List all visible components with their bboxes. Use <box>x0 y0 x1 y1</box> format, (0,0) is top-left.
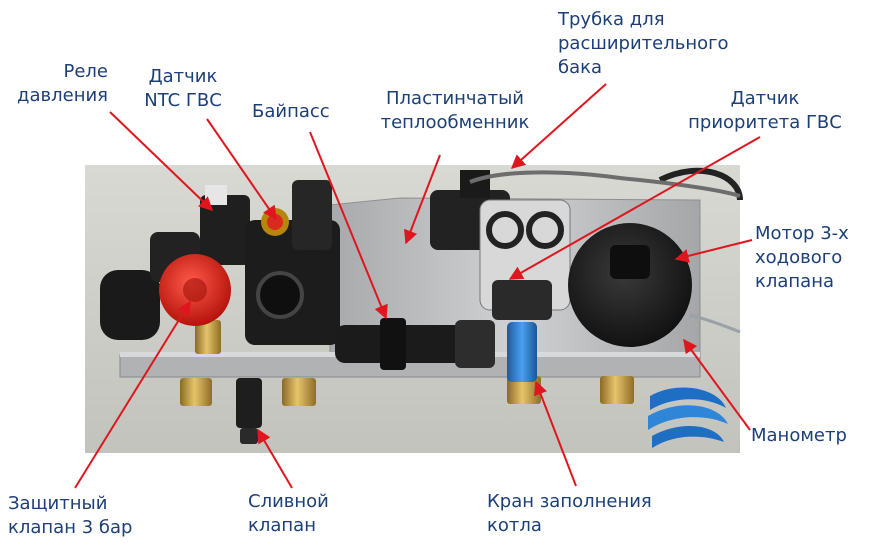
valve-body-left <box>100 180 340 345</box>
fill-tap <box>507 322 537 382</box>
leader-manometer <box>683 338 751 431</box>
label-ntc-sensor: Датчик NTC ГВС <box>144 66 222 111</box>
safety-valve <box>159 254 231 326</box>
leader-safety-valve <box>74 300 191 489</box>
leader-expansion-tube <box>510 83 607 169</box>
leader-ntc-sensor <box>206 118 277 221</box>
leader-lines <box>74 83 761 489</box>
leader-pressure-relay <box>109 111 214 211</box>
label-valve-motor: Мотор 3-х ходового клапана <box>755 223 849 292</box>
leader-dhw-priority-sensor <box>508 136 761 280</box>
three-way-valve-motor <box>568 167 743 347</box>
leader-bypass <box>309 131 388 320</box>
label-dhw-priority-sensor: Датчик приоритета ГВС <box>688 88 842 133</box>
valve-body-right <box>430 170 571 320</box>
label-plate-exchanger: Пластинчатый теплообменник <box>380 88 530 133</box>
expansion-tube-hose <box>469 170 741 198</box>
brass-fittings <box>180 320 634 406</box>
label-expansion-tube: Трубка для расширительного бака <box>558 9 729 78</box>
label-drain-valve: Сливной клапан <box>248 491 329 536</box>
drain-valve <box>236 378 262 444</box>
photo-region <box>85 165 743 453</box>
label-manometer: Манометр <box>751 425 847 446</box>
blue-swirl-globe-icon <box>648 387 728 448</box>
label-pressure-relay: Реле давления <box>17 61 108 106</box>
label-bypass: Байпасс <box>252 101 330 122</box>
leader-drain-valve <box>257 428 293 489</box>
ntc-sensor <box>261 208 289 236</box>
label-fill-tap: Кран заполнения котла <box>487 491 652 536</box>
leader-plate-exchanger <box>404 154 441 245</box>
leader-fill-tap <box>533 380 577 487</box>
main-pipe <box>335 318 495 370</box>
leader-valve-motor <box>674 239 753 263</box>
manometer-probe <box>689 313 741 334</box>
label-safety-valve: Защитный клапан 3 бар <box>8 493 133 538</box>
